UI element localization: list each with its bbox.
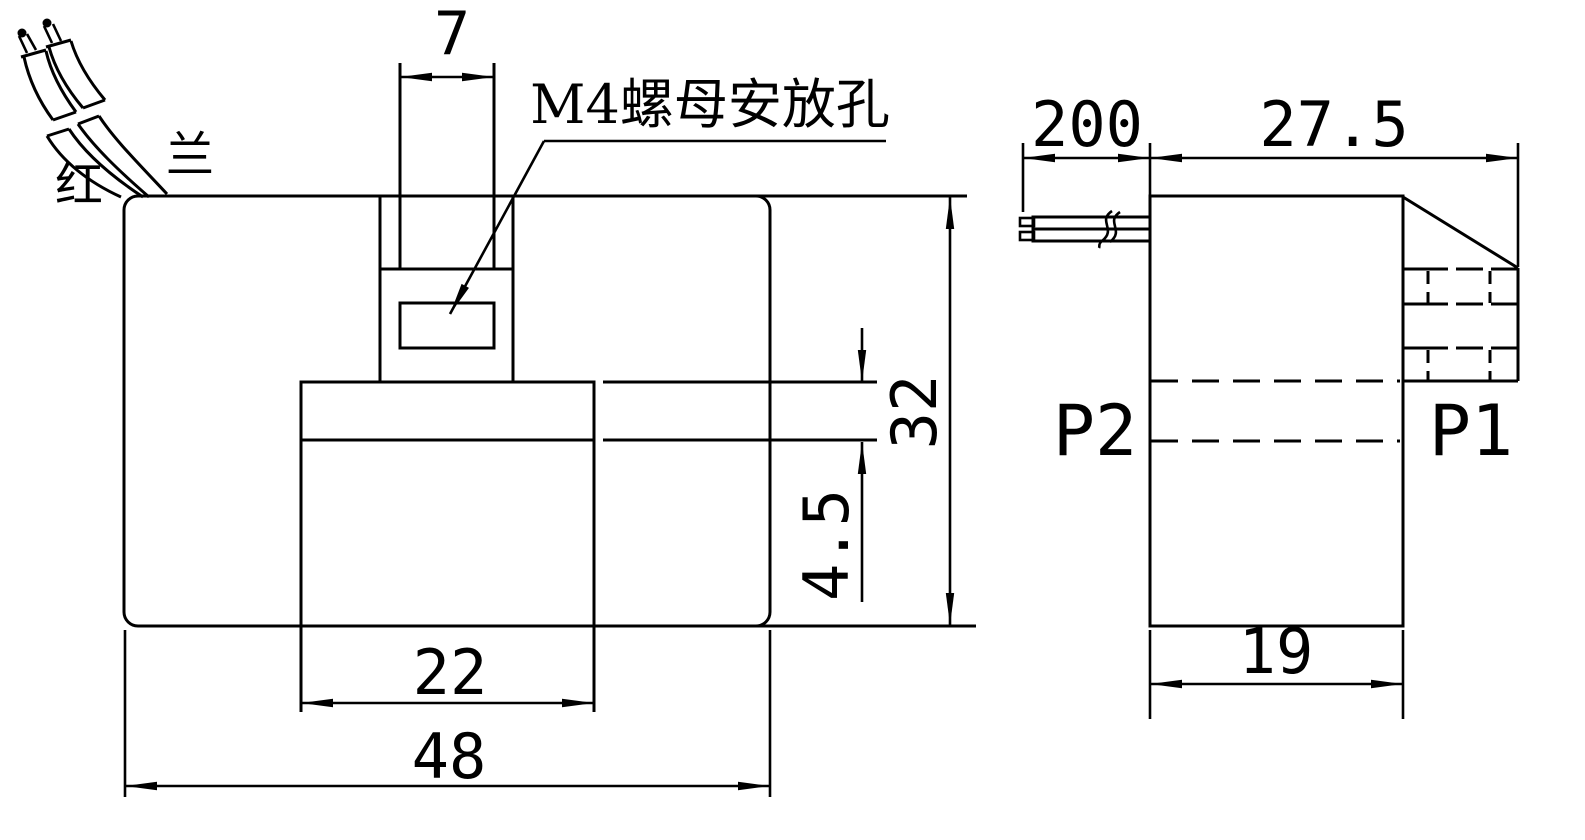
dim-text-19: 19 [1239,615,1314,688]
dim-body-height: 32 [756,194,976,628]
blue-wire-stub-right [51,23,63,42]
blue-wire-lower-left-edge [76,123,150,199]
blue-wire-break-cap-lower [77,114,100,126]
red-wire-tip-cap [20,48,47,59]
blue-wire-break-cap-upper [82,98,106,110]
blue-wire-lower-right-edge [97,115,169,196]
dim-tab-width: 7 [400,0,494,82]
side-wire-tip-lower [1018,230,1036,242]
dim-step-height: 4.5 [790,328,867,602]
dim-slot-width: 22 [301,636,594,709]
blue-wire-tip-cap [45,38,72,49]
red-wire [17,28,144,199]
blue-wire-upper-left-edge [47,46,85,109]
dim-text-200: 200 [1031,88,1143,161]
m4-note-label: M4螺母安放孔 [530,73,890,136]
red-wire-tip [17,28,27,38]
wire-label-blue: 兰 [166,127,214,183]
dim-text-27p5: 27.5 [1259,88,1408,161]
m4-nut-hole [398,301,496,350]
blue-wire [42,18,169,199]
red-wire-break-cap-upper [52,110,77,122]
dim-bottom-width: 19 [1148,615,1405,719]
red-wire-upper-left-edge [22,56,55,121]
terminal-pin-block [1403,267,1520,383]
dim-text-22: 22 [413,636,488,709]
dim-body-width: 48 [123,630,772,797]
red-wire-lower-left-edge [45,135,122,199]
dim-text-7: 7 [434,0,470,69]
red-wire-upper-right-edge [44,50,78,113]
red-wire-stub-left [17,35,29,54]
port-label-p1: P1 [1429,390,1513,472]
wire-break-curve-1 [1097,209,1113,249]
red-wire-stub-right [25,33,38,51]
body-outline [122,194,772,628]
side-view: 200 27.5 19 P2 P1 [1018,88,1520,719]
corner-chamfer-line [1402,195,1519,270]
red-wire-break-cap-lower [46,127,70,138]
dim-depth: 27.5 [1150,88,1520,267]
blue-wire-stub-left [42,25,54,44]
dim-text-48: 48 [412,720,487,793]
dim-wire-length: 200 [1021,88,1152,212]
dim-text-32: 32 [878,375,951,450]
flange-outline [299,380,596,442]
front-view: 红 兰 M4螺母安放孔 7 22 48 4.5 [17,0,976,797]
dim-text-4p5: 4.5 [790,489,863,601]
m4-leader-arrow [448,140,546,315]
side-wire-tip-upper [1018,216,1036,228]
side-wire [1018,209,1152,249]
blue-wire-tip [42,18,52,28]
blue-wire-upper-right-edge [69,40,107,101]
wire-label-red: 红 [55,157,103,213]
side-body-outline [1148,194,1405,628]
port-label-p2: P2 [1053,390,1137,472]
red-wire-lower-right-edge [67,128,144,199]
wire-break-curve-2 [1109,210,1121,244]
